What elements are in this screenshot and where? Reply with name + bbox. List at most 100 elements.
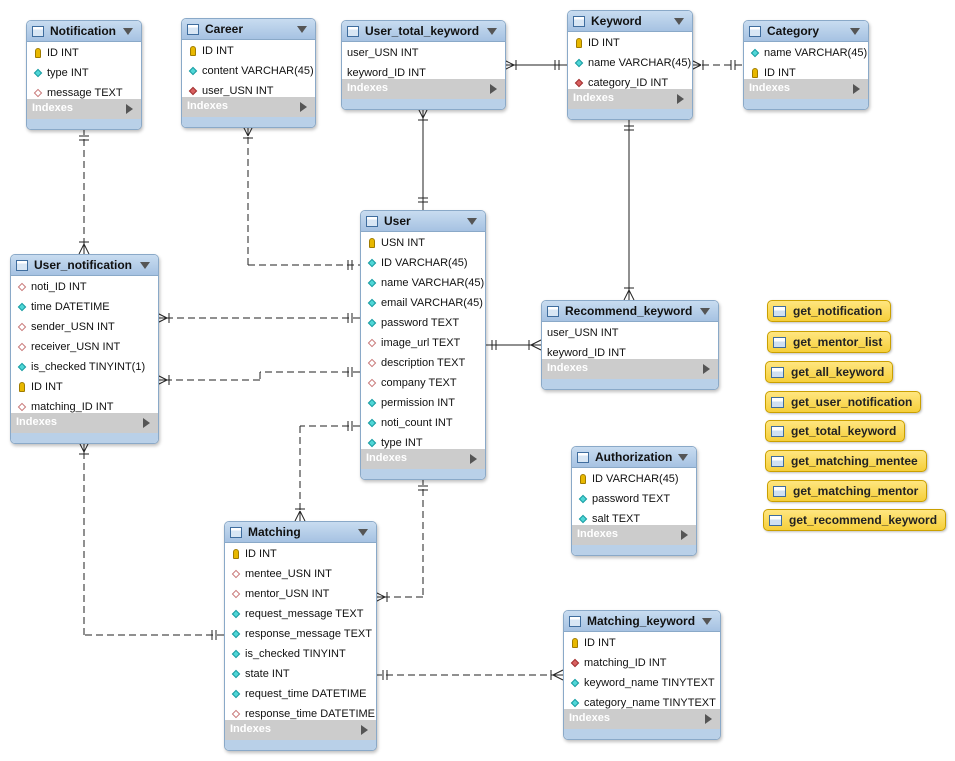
indexes-section[interactable]: Indexes: [568, 89, 692, 119]
column-row[interactable]: keyword_ID INT: [342, 63, 505, 83]
indexes-section[interactable]: Indexes: [572, 525, 696, 555]
column-row[interactable]: ID INT: [225, 544, 376, 564]
column-row[interactable]: password TEXT: [572, 489, 696, 509]
column-row[interactable]: request_message TEXT: [225, 604, 376, 624]
column-row[interactable]: category_ID INT: [568, 73, 692, 93]
column-row[interactable]: request_time DATETIME: [225, 684, 376, 704]
column-row[interactable]: salt TEXT: [572, 509, 696, 529]
column-row[interactable]: ID VARCHAR(45): [572, 469, 696, 489]
indexes-section[interactable]: Indexes: [342, 79, 505, 109]
indexes-section[interactable]: Indexes: [182, 97, 315, 127]
column-row[interactable]: ID INT: [564, 633, 720, 653]
column-row[interactable]: type INT: [361, 433, 485, 453]
table-header[interactable]: Authorization: [572, 447, 696, 468]
column-row[interactable]: keyword_name TINYTEXT: [564, 673, 720, 693]
column-row[interactable]: ID INT: [27, 43, 141, 63]
column-row[interactable]: description TEXT: [361, 353, 485, 373]
collapse-arrow-icon[interactable]: [678, 453, 688, 461]
column-row[interactable]: keyword_ID INT: [542, 343, 718, 363]
routine-get-all-keyword[interactable]: get_all_keyword: [765, 361, 894, 383]
table-authorization[interactable]: Authorization ID VARCHAR(45)password TEX…: [571, 446, 697, 556]
column-row[interactable]: content VARCHAR(45): [182, 61, 315, 81]
table-header[interactable]: Notification: [27, 21, 141, 42]
column-row[interactable]: company TEXT: [361, 373, 485, 393]
column-row[interactable]: matching_ID INT: [564, 653, 720, 673]
routine-get-matching-mentor[interactable]: get_matching_mentor: [767, 480, 928, 502]
column-row[interactable]: state INT: [225, 664, 376, 684]
table-header[interactable]: Category: [744, 21, 868, 42]
column-row[interactable]: user_USN INT: [342, 43, 505, 63]
column-row[interactable]: message TEXT: [27, 83, 141, 103]
column-row[interactable]: receiver_USN INT: [11, 337, 158, 357]
column-row[interactable]: ID INT: [182, 41, 315, 61]
column-row[interactable]: user_USN INT: [182, 81, 315, 101]
expand-arrow-icon[interactable]: [470, 454, 477, 464]
routine-get-mentor-list[interactable]: get_mentor_list: [767, 331, 892, 353]
column-row[interactable]: mentee_USN INT: [225, 564, 376, 584]
routine-get-total-keyword[interactable]: get_total_keyword: [765, 420, 906, 442]
column-row[interactable]: ID INT: [744, 63, 868, 83]
column-row[interactable]: permission INT: [361, 393, 485, 413]
indexes-section[interactable]: Indexes: [361, 449, 485, 479]
column-row[interactable]: category_name TINYTEXT: [564, 693, 720, 713]
routine-get-matching-mentee[interactable]: get_matching_mentee: [765, 450, 927, 472]
table-header[interactable]: User: [361, 211, 485, 232]
indexes-section[interactable]: Indexes: [225, 720, 376, 750]
column-row[interactable]: user_USN INT: [542, 323, 718, 343]
column-row[interactable]: type INT: [27, 63, 141, 83]
column-row[interactable]: email VARCHAR(45): [361, 293, 485, 313]
expand-arrow-icon[interactable]: [361, 725, 368, 735]
column-row[interactable]: response_message TEXT: [225, 624, 376, 644]
column-row[interactable]: name VARCHAR(45): [744, 43, 868, 63]
expand-arrow-icon[interactable]: [126, 104, 133, 114]
column-row[interactable]: ID INT: [11, 377, 158, 397]
column-row[interactable]: time DATETIME: [11, 297, 158, 317]
column-row[interactable]: is_checked TINYINT: [225, 644, 376, 664]
collapse-arrow-icon[interactable]: [297, 25, 307, 33]
expand-arrow-icon[interactable]: [677, 94, 684, 104]
table-category[interactable]: Category name VARCHAR(45)ID INT Indexes: [743, 20, 869, 110]
table-header[interactable]: Recommend_keyword: [542, 301, 718, 322]
indexes-section[interactable]: Indexes: [27, 99, 141, 129]
collapse-arrow-icon[interactable]: [358, 528, 368, 536]
indexes-section[interactable]: Indexes: [744, 79, 868, 109]
routine-get-recommend-keyword[interactable]: get_recommend_keyword: [763, 509, 947, 531]
column-row[interactable]: ID VARCHAR(45): [361, 253, 485, 273]
expand-arrow-icon[interactable]: [143, 418, 150, 428]
column-row[interactable]: mentor_USN INT: [225, 584, 376, 604]
column-row[interactable]: name VARCHAR(45): [361, 273, 485, 293]
routine-get-user-notification[interactable]: get_user_notification: [765, 391, 922, 413]
routine-get-notification[interactable]: get_notification: [767, 300, 892, 322]
column-row[interactable]: matching_ID INT: [11, 397, 158, 417]
collapse-arrow-icon[interactable]: [467, 217, 477, 225]
column-row[interactable]: response_time DATETIME: [225, 704, 376, 724]
expand-arrow-icon[interactable]: [300, 102, 307, 112]
indexes-section[interactable]: Indexes: [542, 359, 718, 389]
table-header[interactable]: Matching: [225, 522, 376, 543]
expand-arrow-icon[interactable]: [681, 530, 688, 540]
column-row[interactable]: image_url TEXT: [361, 333, 485, 353]
column-row[interactable]: name VARCHAR(45): [568, 53, 692, 73]
column-row[interactable]: USN INT: [361, 233, 485, 253]
column-row[interactable]: noti_ID INT: [11, 277, 158, 297]
collapse-arrow-icon[interactable]: [700, 307, 710, 315]
column-row[interactable]: is_checked TINYINT(1): [11, 357, 158, 377]
column-row[interactable]: password TEXT: [361, 313, 485, 333]
table-header[interactable]: Career: [182, 19, 315, 40]
collapse-arrow-icon[interactable]: [702, 617, 712, 625]
collapse-arrow-icon[interactable]: [487, 27, 497, 35]
table-header[interactable]: Keyword: [568, 11, 692, 32]
column-row[interactable]: ID INT: [568, 33, 692, 53]
expand-arrow-icon[interactable]: [853, 84, 860, 94]
table-header[interactable]: User_total_keyword: [342, 21, 505, 42]
collapse-arrow-icon[interactable]: [674, 17, 684, 25]
collapse-arrow-icon[interactable]: [140, 261, 150, 269]
